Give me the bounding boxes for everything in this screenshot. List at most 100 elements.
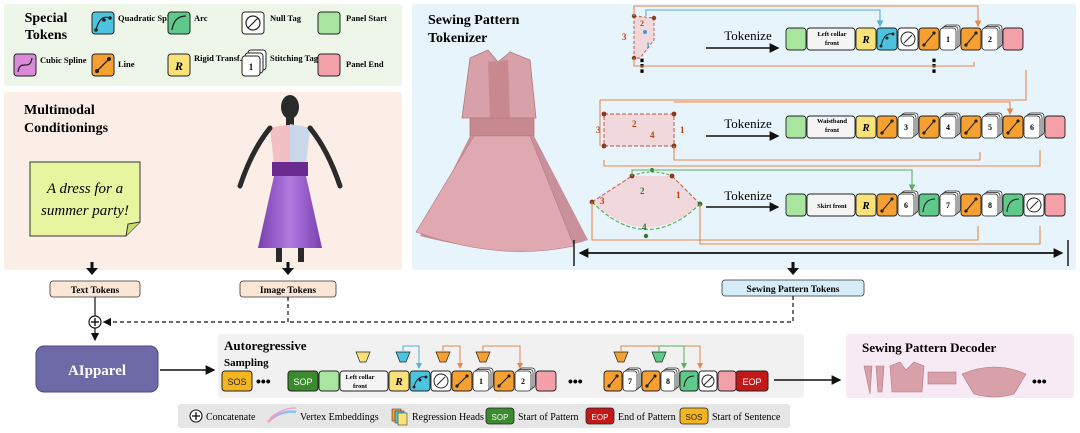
rigid-token: R (388, 370, 410, 392)
stitching-tags-token: 1 (241, 49, 267, 77)
line-token (493, 370, 515, 392)
svg-text:3: 3 (596, 125, 601, 135)
rigid-label: Rigid Transf. (194, 53, 242, 63)
null-tag-label: Null Tag (270, 13, 302, 23)
line-token (451, 370, 473, 392)
arc-token (918, 193, 940, 217)
arc-label: Arc (194, 13, 208, 23)
rigid-token: R (855, 115, 877, 139)
svg-text:R: R (861, 34, 869, 46)
svg-text:1: 1 (676, 190, 681, 200)
svg-text:4: 4 (946, 123, 950, 132)
svg-text:3: 3 (904, 123, 908, 132)
legend-eop-swatch (585, 407, 615, 425)
svg-text:R: R (174, 59, 183, 73)
decoded-panels (863, 361, 1027, 398)
sos-token (221, 370, 253, 392)
svg-text:1: 1 (646, 41, 650, 50)
stitch-token: 7 (622, 367, 642, 392)
nulltag-token (897, 27, 919, 51)
quadratic-spline-token (91, 11, 115, 35)
legend-sos-swatch (679, 407, 709, 425)
stitch-token: 2 (514, 367, 536, 392)
nulltag-token (1023, 193, 1045, 217)
row1-panel-label-1: Left collar (817, 31, 846, 38)
legend-start-of-pattern: Start of Pattern (518, 412, 579, 423)
svg-text:6: 6 (1030, 123, 1034, 132)
sop-token-label: SOP (293, 377, 312, 387)
start-token (785, 27, 807, 51)
stitch-token: 5 (981, 112, 1003, 139)
legend-eop-text: EOP (592, 413, 609, 422)
legend-sos-text: SOS (686, 413, 703, 422)
stitching-label: Stitching Tags (270, 53, 322, 63)
end-token (1044, 115, 1066, 139)
svg-text:R: R (861, 200, 869, 212)
skirt-panel-outline: 3 2 1 4 (589, 168, 703, 239)
line-token (641, 370, 661, 392)
decoder-title: Sewing Pattern Decoder (862, 340, 997, 355)
svg-text:3: 3 (600, 196, 605, 206)
line-token (1002, 115, 1024, 139)
bottom-legend-panel (178, 404, 790, 428)
arc-token (1002, 193, 1024, 217)
rigid-token: R (855, 193, 877, 217)
sop-token (287, 370, 319, 392)
rigid-token: R (855, 27, 877, 51)
stitch-token: 7 (939, 190, 961, 217)
regression-heads (355, 351, 667, 363)
row3-panel-label: Skirt front (817, 203, 848, 210)
svg-text:1: 1 (946, 35, 950, 44)
svg-text:5: 5 (988, 123, 992, 132)
end-token (717, 370, 737, 392)
arc-token (679, 370, 699, 392)
legend-start-of-sentence: Start of Sentence (712, 412, 781, 423)
sewing-pattern-tokens-label: Sewing Pattern Tokens (747, 285, 840, 295)
quad-token (409, 370, 431, 392)
label-token (806, 115, 856, 139)
tokenize-label-3: Tokenize (724, 188, 772, 203)
text-prompt-note (29, 161, 141, 237)
start-token (318, 370, 340, 392)
svg-text:1: 1 (680, 125, 685, 135)
label-token (806, 27, 856, 51)
svg-text:R: R (394, 376, 402, 388)
legend-regression-heads: Regression Heads (412, 412, 484, 423)
end-token (535, 370, 557, 392)
svg-text:2: 2 (988, 35, 992, 44)
legend-sop-swatch (485, 407, 515, 425)
label-token (339, 370, 389, 392)
row1-panel-label-2: front (825, 40, 840, 47)
aipparel-model-box (35, 345, 159, 393)
line-token (918, 115, 940, 139)
svg-text:7: 7 (628, 377, 632, 386)
stitch-connectors-tokenizer (591, 5, 1041, 245)
stitch-token: 1 (472, 367, 494, 392)
stitch-token: 8 (660, 367, 680, 392)
svg-text:7: 7 (946, 201, 950, 210)
waistband-panel-outline: 3 2 4 1 (596, 111, 685, 149)
conditionings-title-1: Multimodal (24, 103, 95, 118)
text-prompt-line-1: A dress for a (46, 181, 123, 197)
ellipsis-decoder: ••• (1032, 373, 1047, 389)
nulltag-token (698, 370, 718, 392)
conditionings-title-2: Conditionings (24, 121, 109, 136)
svg-text:6: 6 (904, 201, 908, 210)
text-prompt-line-2: summer party! (41, 203, 129, 219)
svg-text:2: 2 (640, 186, 645, 196)
end-token (1044, 193, 1066, 217)
legend-concatenate: Concatenate (206, 412, 256, 423)
line-token (91, 53, 115, 77)
sampling-title-2: Sampling (224, 357, 269, 369)
vertex-embeddings-icon (267, 407, 297, 423)
legend-sop-text: SOP (492, 413, 509, 422)
svg-text:R: R (861, 122, 869, 134)
svg-text:2: 2 (521, 377, 525, 386)
special-tokens-title-2: Tokens (25, 28, 68, 43)
cubic-spline-token (13, 53, 37, 77)
rigid-transform-token: R (167, 53, 191, 77)
row2-panel-label-1: Waistband (817, 118, 847, 125)
line-token (603, 370, 623, 392)
